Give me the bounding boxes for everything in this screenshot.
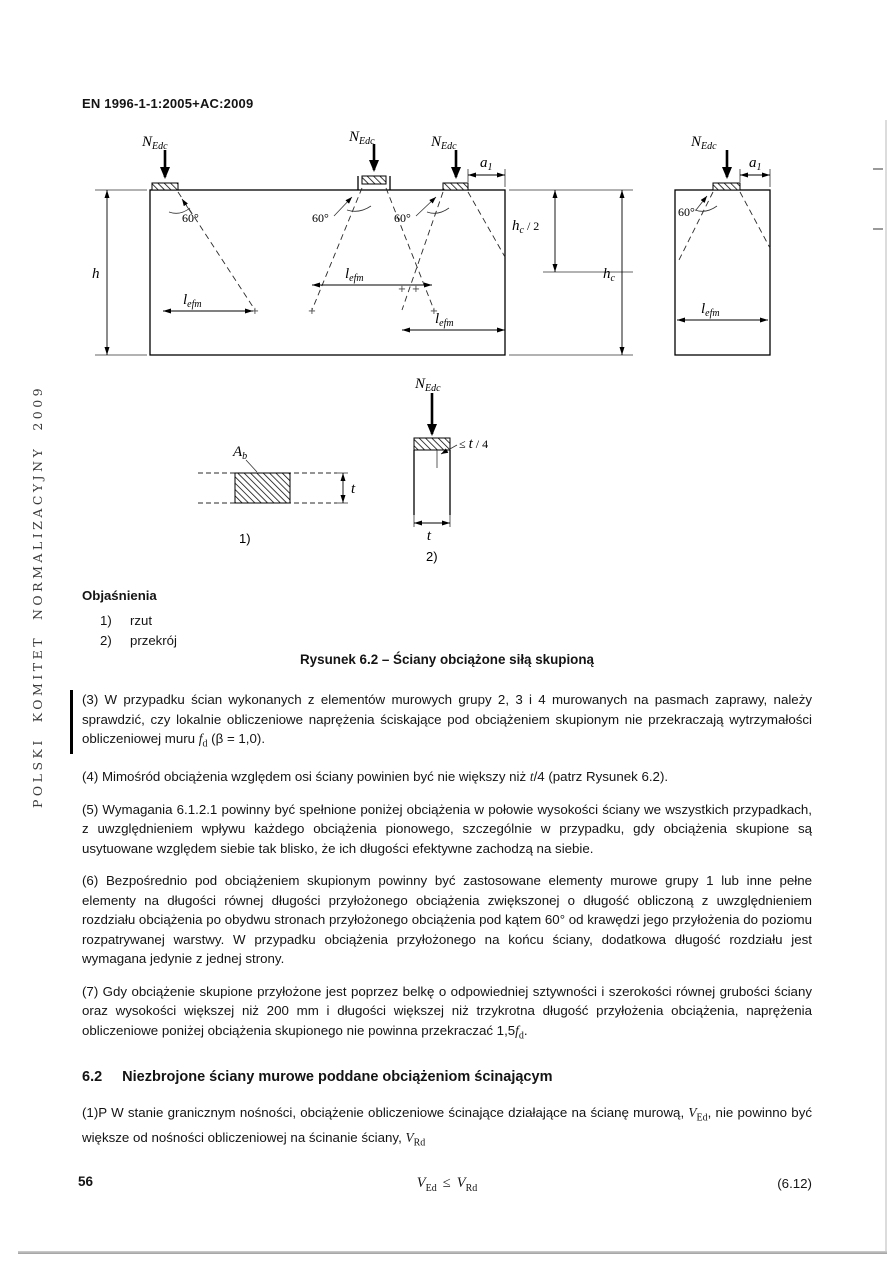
angle-label-4: 60°	[678, 205, 695, 219]
dimension-lefm: lefm lefm lefm lefm	[163, 266, 768, 333]
explanation-item: 2) przekrój	[82, 631, 177, 651]
scan-artifact-right-edge	[885, 120, 887, 1251]
paragraph-4-text-2: /4 (patrz Rysunek 6.2).	[533, 769, 669, 785]
explanation-num: 1)	[100, 613, 112, 628]
paragraph-1P: (1)P W stanie granicznym nośności, obcią…	[82, 1103, 812, 1153]
sidebar-vertical-text: POLSKI KOMITET NORMALIZACYJNY 2009	[30, 384, 45, 808]
var-VEd-sub: Ed	[696, 1112, 708, 1124]
angle-label-3: 60°	[394, 211, 411, 225]
section-load-label: NEdc	[414, 376, 441, 394]
paragraph-1P-text: (1)P W stanie granicznym nośności, obcią…	[82, 1105, 689, 1121]
relation-leq: ≤	[442, 1174, 451, 1191]
svg-text:+: +	[430, 306, 438, 317]
section-number: 6.2	[82, 1068, 103, 1085]
dim-hc-label: hc	[603, 266, 616, 284]
angle-label-1: 60°	[182, 211, 199, 225]
var-VRd: V	[405, 1130, 414, 1146]
dim-lefm-label-4: lefm	[701, 301, 720, 319]
var-VEd: V	[416, 1174, 426, 1191]
page-header: EN 1996-1-1:2005+AC:2009	[82, 96, 254, 111]
formula-expression: VEd≤VRd	[416, 1174, 478, 1194]
var-fd: f	[515, 1022, 519, 1038]
svg-text:+: +	[308, 306, 316, 317]
var-fd: f	[198, 731, 203, 746]
figure-6-2-drawing: NEdc NEdc NEdc NEdc + + + + +	[92, 129, 771, 564]
paragraph-6: (6) Bezpośrednio pod obciążeniem skupion…	[82, 873, 812, 967]
explanation-text: rzut	[130, 613, 152, 628]
dim-lefm-label-2: lefm	[345, 266, 364, 284]
dim-a1-label-2: a1	[749, 155, 762, 173]
dim-lefm-label-1: lefm	[183, 292, 202, 310]
bearing-plates	[151, 175, 741, 191]
figure-caption: Rysunek 6.2 – Ściany obciążone siłą skup…	[300, 652, 594, 667]
svg-text:+: +	[398, 284, 406, 295]
paragraph-4-text: (4) Mimośród obciążenia względem osi ści…	[82, 769, 530, 785]
paragraph-7: (7) Gdy obciążenie skupione przyłożone j…	[82, 982, 812, 1046]
eccentricity-label: ≤ t / 4	[459, 436, 488, 452]
dimension-a1: a1 a1	[467, 155, 771, 187]
body-text: (3) W przypadku ścian wykonanych z eleme…	[70, 690, 812, 1198]
plan-view: Ab t 1)	[198, 444, 356, 546]
load-label-2: NEdc	[348, 130, 375, 147]
plan-t-label: t	[351, 481, 356, 497]
view-1-label: 1)	[239, 531, 251, 546]
section-t-label: t	[427, 528, 432, 544]
dim-h-label: h	[92, 266, 100, 282]
dim-hc2-label: hc / 2	[512, 218, 539, 236]
main-wall-outline	[149, 189, 506, 356]
paragraph-3-text: (3) W przypadku ścian wykonanych z eleme…	[82, 692, 812, 746]
scan-artifact-bottom-edge	[18, 1251, 887, 1254]
formula-6-12: VEd≤VRd (6.12)	[82, 1174, 812, 1198]
var-VEd-sub: Ed	[425, 1182, 437, 1194]
formula-number: (6.12)	[777, 1175, 812, 1191]
paragraph-7-text-2: .	[523, 1022, 528, 1038]
load-label-4: NEdc	[690, 134, 717, 152]
scan-artifact-mark	[873, 168, 883, 170]
page-number: 56	[78, 1174, 94, 1189]
angle-annotations: 60° 60° 60° 60°	[168, 195, 718, 225]
load-arrows	[160, 144, 732, 179]
figure-6-2: NEdc NEdc NEdc NEdc + + + + +	[85, 129, 825, 575]
explanation-item: 1) rzut	[82, 611, 177, 631]
svg-text:+: +	[412, 284, 420, 295]
svg-text:+: +	[251, 306, 259, 317]
main-wall	[149, 176, 506, 356]
scan-artifact-mark	[873, 228, 883, 230]
var-VEd: V	[688, 1105, 697, 1121]
var-fd-sub: d	[202, 738, 208, 750]
angle-label-2: 60°	[312, 211, 329, 225]
paragraph-5: (5) Wymagania 6.1.2.1 powinny być spełni…	[82, 801, 812, 856]
explanations-block: Objaśnienia 1) rzut 2) przekrój	[82, 588, 177, 651]
section-title: Niezbrojone ściany murowe poddane obciąż…	[122, 1068, 553, 1085]
intersection-marks: + + + + +	[251, 284, 438, 317]
load-label-1: NEdc	[141, 134, 168, 152]
paragraph-3-text-2: (β = 1,0).	[207, 731, 266, 746]
paragraph-7-text: (7) Gdy obciążenie skupione przyłożone j…	[82, 983, 812, 1038]
var-VRd-sub: Rd	[465, 1182, 478, 1194]
explanations-title: Objaśnienia	[82, 588, 157, 603]
explanation-num: 2)	[100, 633, 112, 648]
bearing-area-Ab	[234, 472, 291, 504]
explanation-text: przekrój	[130, 633, 177, 648]
Ab-label: Ab	[232, 444, 247, 462]
dimension-hc: hc / 2 hc	[509, 189, 633, 356]
var-VRd-sub: Rd	[413, 1138, 426, 1150]
load-label-3: NEdc	[430, 134, 457, 152]
section-view: NEdc ≤ t / 4 t 2)	[413, 376, 488, 564]
var-t: t	[529, 769, 534, 785]
view-2-label: 2)	[426, 549, 438, 564]
dimension-h: h	[92, 189, 147, 356]
paragraph-4: (4) Mimośród obciążenia względem osi ści…	[82, 767, 812, 787]
dim-lefm-label-3: lefm	[435, 311, 454, 329]
paragraph-3: (3) W przypadku ścian wykonanych z eleme…	[70, 690, 812, 755]
paragraph-1P-text-2: , nie powinno być większe od nośności ob…	[82, 1105, 812, 1146]
var-VRd: V	[456, 1174, 466, 1191]
var-fd-sub: d	[518, 1030, 524, 1042]
section-heading-6-2: 6.2 Niezbrojone ściany murowe poddane ob…	[82, 1068, 812, 1088]
dim-a1-label-1: a1	[480, 155, 493, 173]
